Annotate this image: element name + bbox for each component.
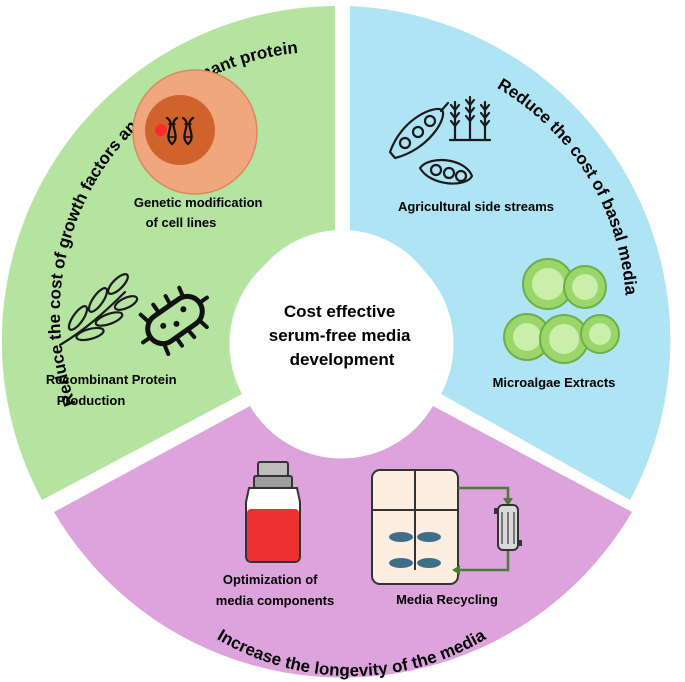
recycling-loop-icon <box>452 486 522 575</box>
center-circle <box>239 230 445 436</box>
dna-helix-icon <box>165 116 195 146</box>
recombinant-protein-label: Recombinant Protein Production <box>46 372 180 408</box>
microalgae-extracts-label: Microalgae Extracts <box>493 375 616 390</box>
segment-basal-media <box>350 6 671 500</box>
agricultural-side-streams-label: Agricultural side streams <box>398 199 554 214</box>
media-recycling-label: Media Recycling <box>396 592 498 607</box>
filter-column-icon <box>494 504 522 551</box>
pea-pod-icon <box>388 101 450 160</box>
segment-longevity <box>54 406 632 678</box>
wheat-icon <box>448 95 492 142</box>
culture-bottle-icon <box>245 461 301 563</box>
plant-branch-icon <box>58 273 139 347</box>
optimization-label: Optimization of media components <box>216 572 334 608</box>
soybean-pod-icon <box>418 158 474 185</box>
bacterium-icon <box>138 285 209 356</box>
center-label: Cost effective serum-free media developm… <box>269 302 415 369</box>
bioreactor-icon <box>371 469 459 585</box>
microalgae-icon <box>503 258 620 364</box>
genetic-modification-label: Genetic modification of cell lines <box>134 195 266 230</box>
dna-cell-icon <box>132 69 258 195</box>
